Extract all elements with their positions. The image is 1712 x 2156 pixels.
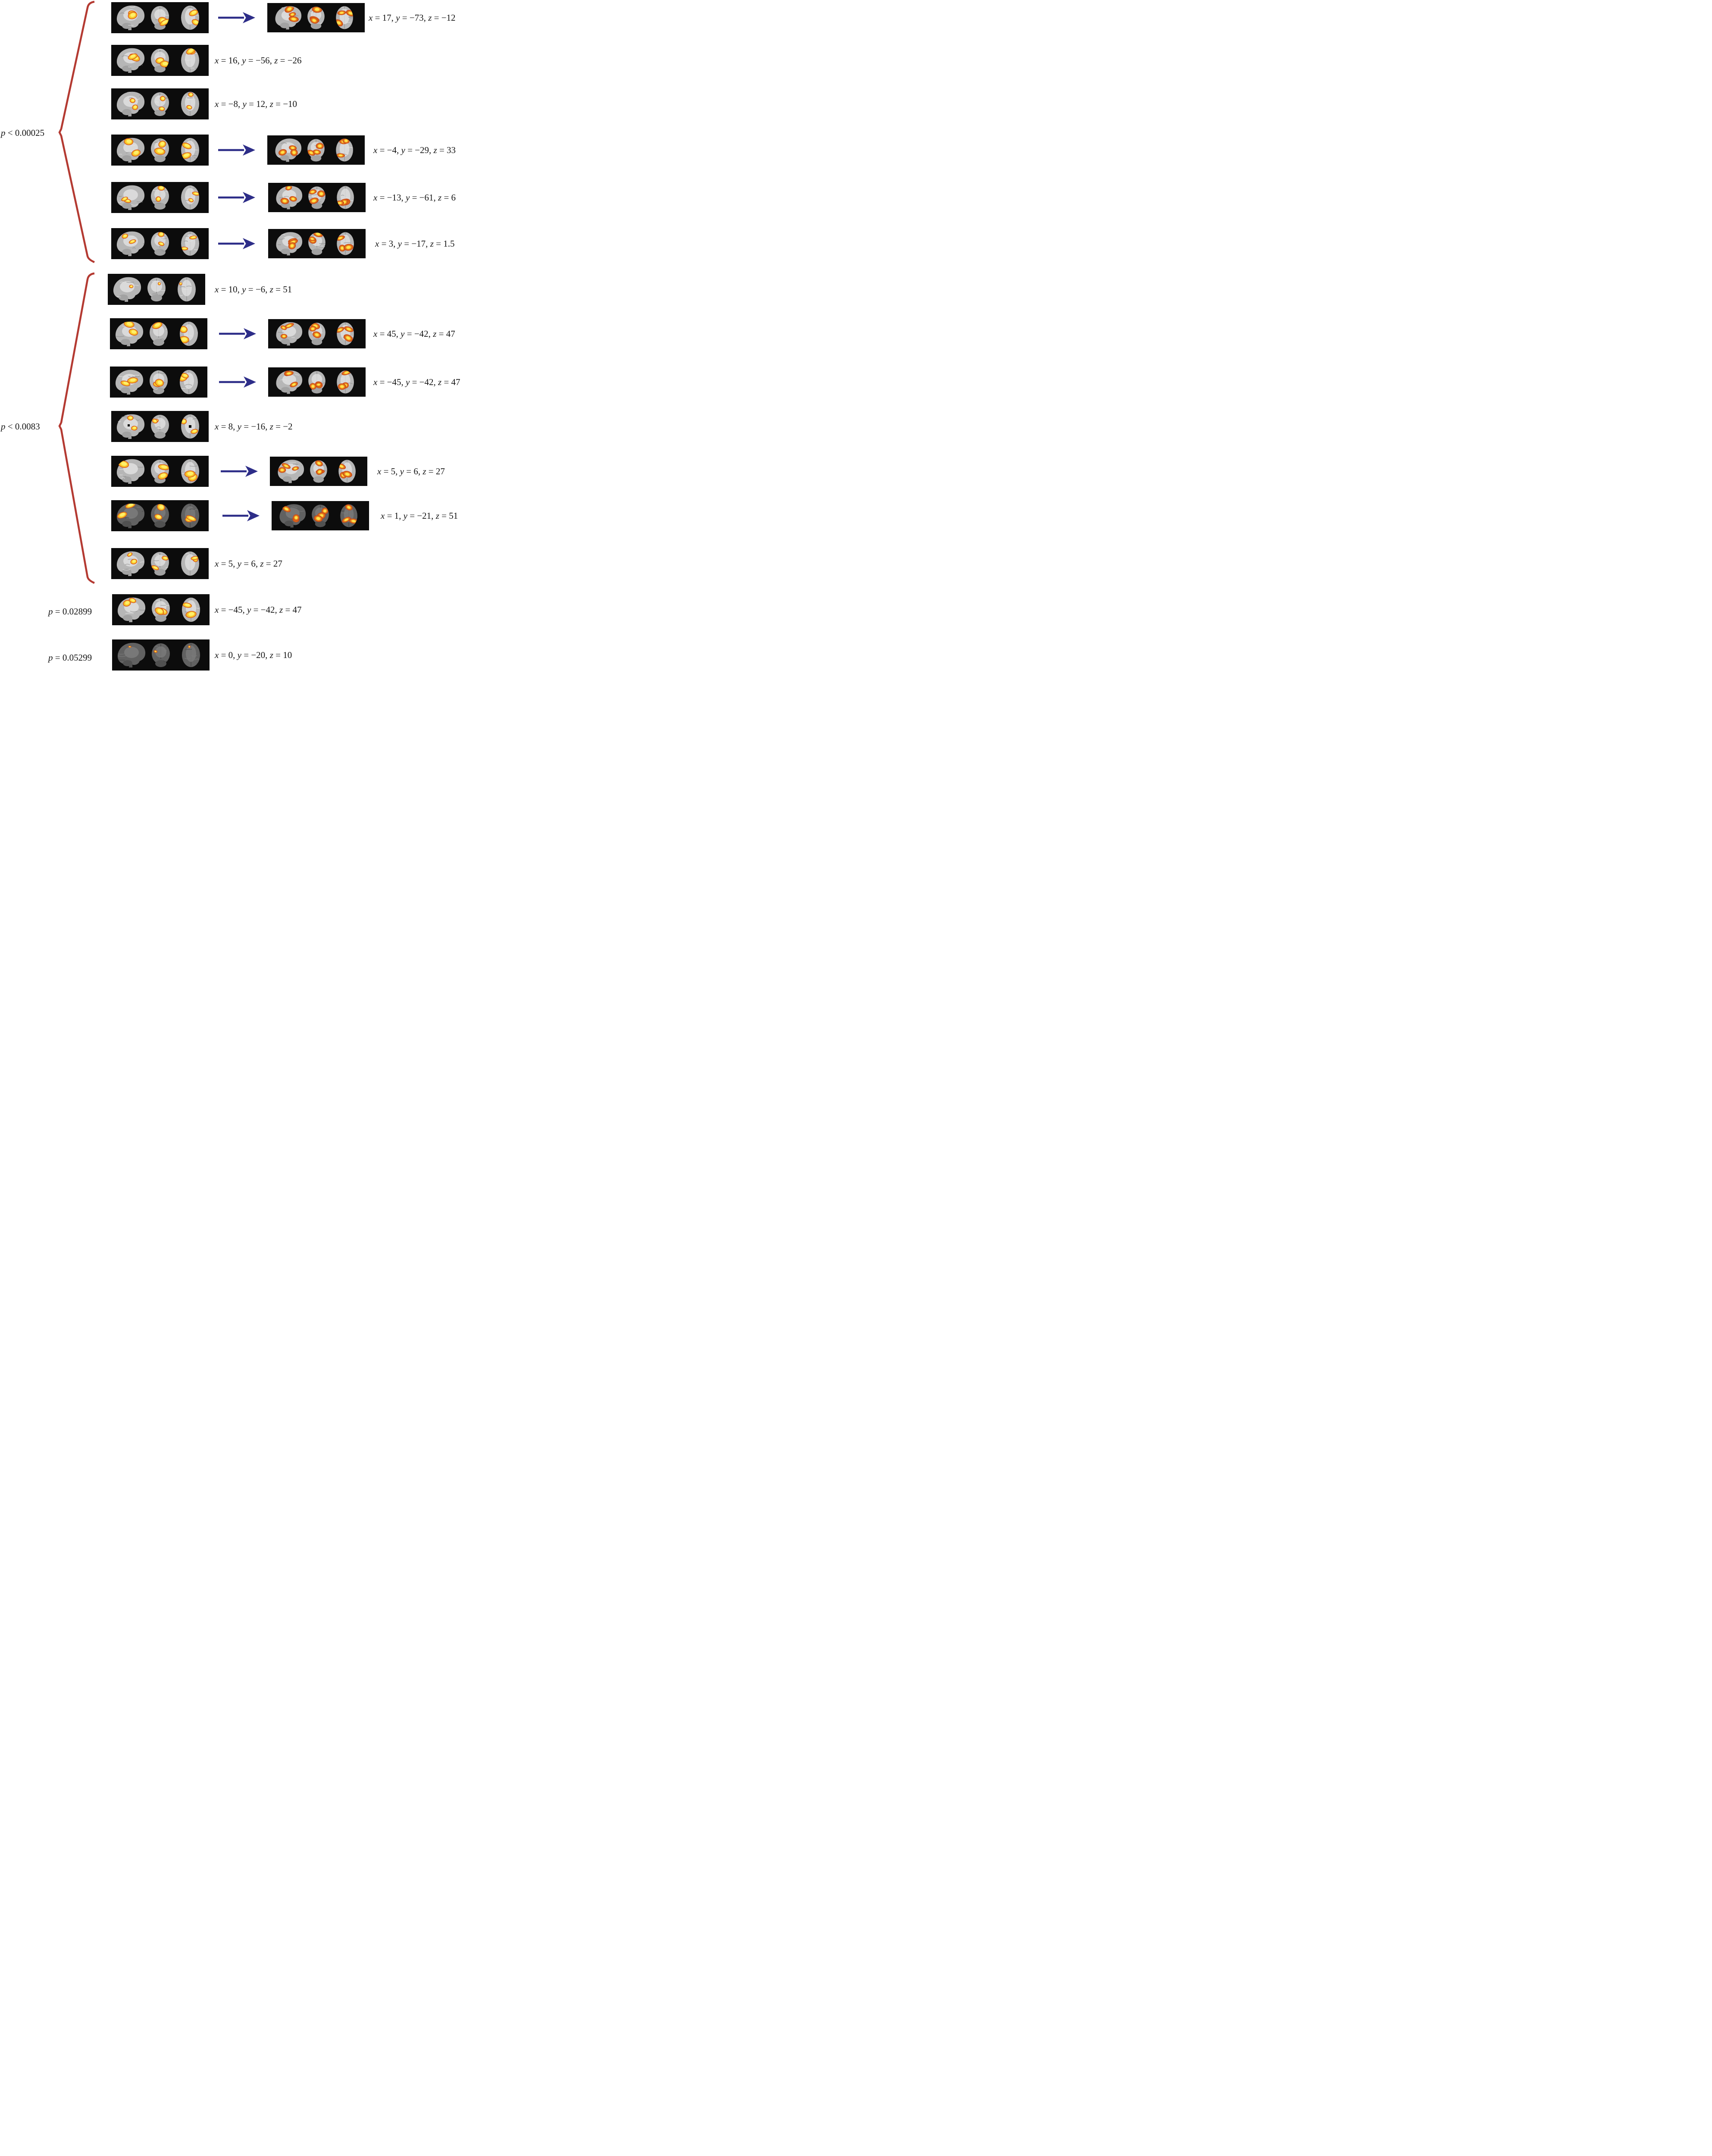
arrow-icon — [218, 238, 255, 249]
coords-label-row11: x = 5, y = 6, z = 27 — [377, 466, 445, 476]
coords-label-row15: x = 0, y = −20, z = 10 — [215, 650, 292, 660]
brain-panel-row2-left — [111, 45, 209, 76]
arrow-icon — [218, 12, 255, 23]
brain-panel-row12-left — [111, 500, 209, 531]
coords-label-row3: x = −8, y = 12, z = −10 — [215, 99, 297, 109]
coords-label-row13: x = 5, y = 6, z = 27 — [215, 558, 282, 569]
p-threshold-label-3: p = 0.02899 — [48, 606, 92, 617]
brain-panel-row8-right — [268, 319, 366, 348]
coords-label-row7: x = 10, y = −6, z = 51 — [215, 284, 292, 295]
coords-label-row1: x = 17, y = −73, z = −12 — [369, 13, 456, 23]
brain-panel-row15-left — [112, 639, 210, 671]
brain-panel-row6-left — [111, 228, 209, 259]
brain-panel-row4-right — [267, 135, 365, 165]
p-threshold-label-1: p < 0.00025 — [1, 128, 45, 138]
p-threshold-label-2: p < 0.0083 — [1, 421, 40, 432]
brain-panel-row3-left — [111, 88, 209, 119]
coords-label-row14: x = −45, y = −42, z = 47 — [215, 605, 302, 615]
arrow-icon — [218, 144, 255, 156]
coords-label-row8: x = 45, y = −42, z = 47 — [373, 329, 455, 339]
coords-label-row12: x = 1, y = −21, z = 51 — [381, 511, 458, 521]
brain-panel-row7-left — [108, 274, 205, 305]
arrow-icon — [219, 328, 256, 339]
brain-panel-row11-right — [270, 457, 367, 486]
arrow-icon — [222, 510, 260, 521]
brace-group-1 — [58, 0, 95, 263]
coords-label-row6: x = 3, y = −17, z = 1.5 — [375, 238, 455, 249]
figure-canvas: p < 0.00025 p < 0.0083 p = 0.02899 p = 0… — [0, 0, 474, 671]
brace-group-2 — [58, 272, 95, 584]
brain-panel-row1-left — [111, 2, 209, 33]
brain-panel-row9-right — [268, 367, 366, 397]
brain-panel-row13-left — [111, 548, 209, 579]
brain-panel-row14-left — [112, 594, 210, 625]
brain-panel-row11-left — [111, 456, 209, 487]
coords-label-row9: x = −45, y = −42, z = 47 — [373, 377, 460, 387]
arrow-icon — [221, 466, 258, 477]
brain-panel-row5-left — [111, 182, 209, 213]
coords-label-row10: x = 8, y = −16, z = −2 — [215, 421, 293, 432]
brain-panel-row9-left — [110, 367, 207, 398]
coords-label-row2: x = 16, y = −56, z = −26 — [215, 55, 302, 66]
coords-label-row4: x = −4, y = −29, z = 33 — [373, 145, 456, 155]
brain-panel-row4-left — [111, 135, 209, 166]
brain-panel-row6-right — [268, 229, 366, 258]
brain-panel-row12-right — [272, 501, 369, 530]
arrow-icon — [219, 376, 256, 388]
brain-panel-row8-left — [110, 318, 207, 349]
p-threshold-label-4: p = 0.05299 — [48, 652, 92, 663]
brain-panel-row10-left — [111, 411, 209, 442]
brain-panel-row5-right — [268, 183, 366, 212]
arrow-icon — [218, 192, 255, 203]
brain-panel-row1-right — [267, 3, 365, 32]
coords-label-row5: x = −13, y = −61, z = 6 — [373, 192, 456, 203]
